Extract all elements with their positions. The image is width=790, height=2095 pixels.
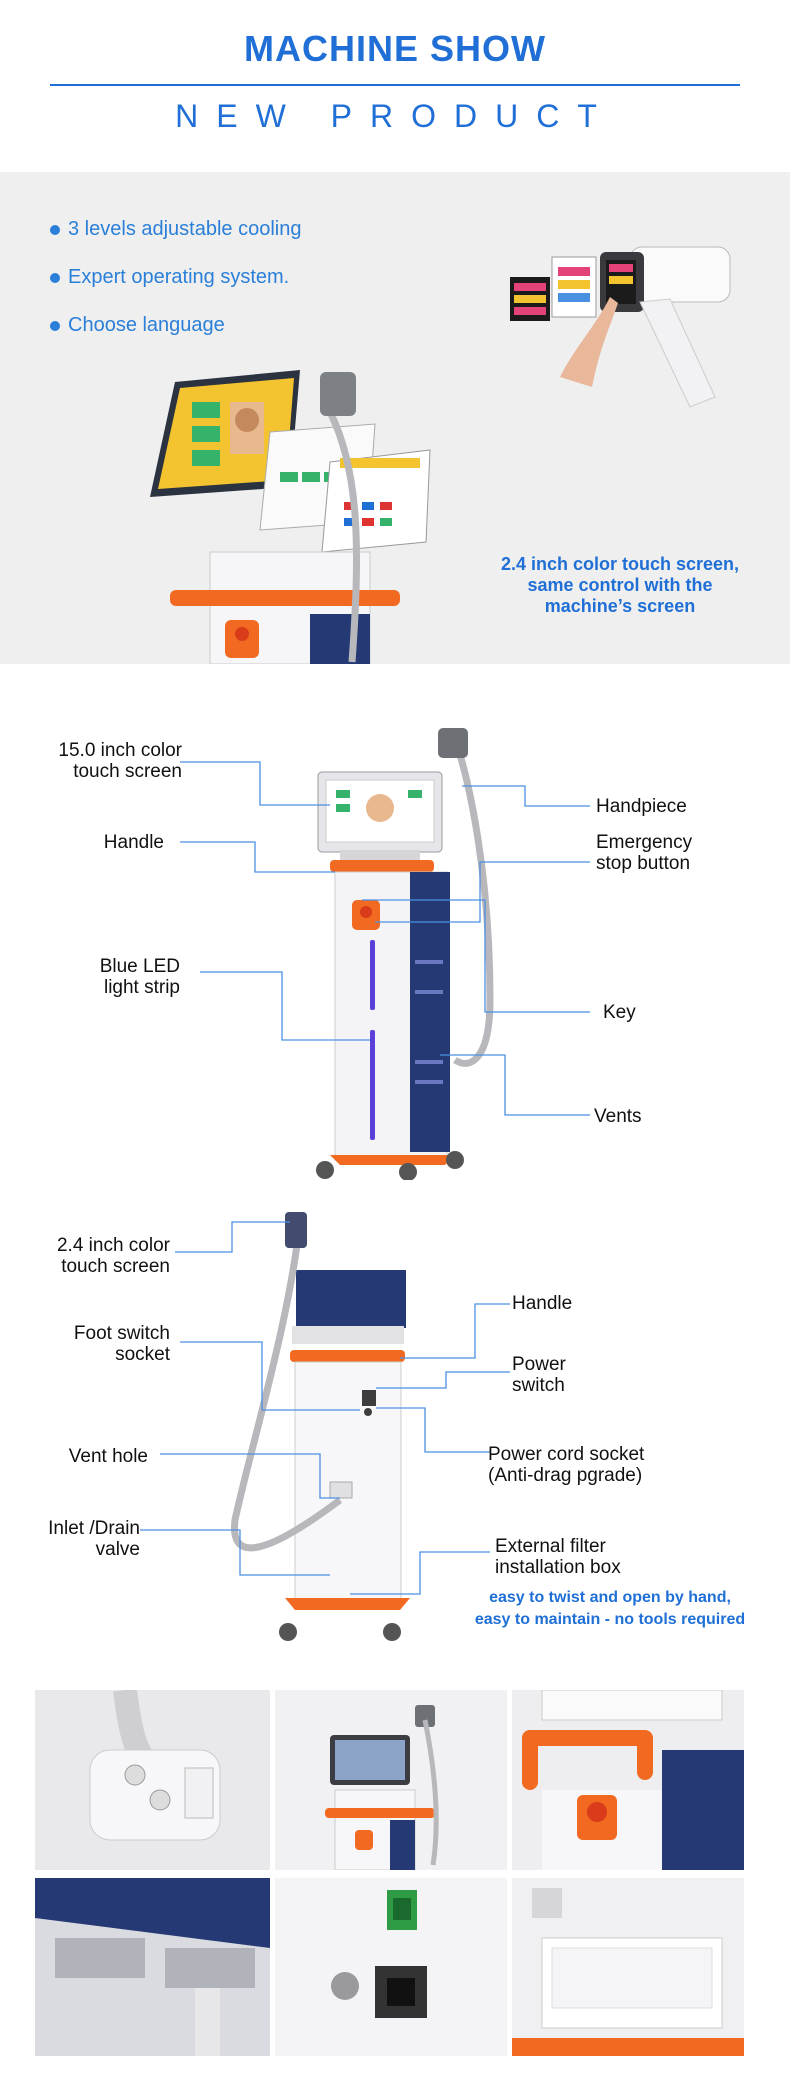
feature-item: 3 levels adjustable cooling — [50, 218, 302, 241]
label-vents: Vents — [594, 1106, 642, 1127]
label-vent-hole: Vent hole — [68, 1446, 148, 1467]
front-view-diagram — [180, 728, 590, 1180]
label-foot-switch: Foot switch socket — [73, 1323, 170, 1365]
hero-section: 3 levels adjustable cooling Expert opera… — [0, 172, 790, 664]
label-blue-led: Blue LED light strip — [99, 956, 180, 998]
bullet-icon — [50, 224, 60, 235]
page-subtitle: NEW PRODUCT — [175, 98, 615, 134]
label-emergency: Emergency stop button — [596, 832, 693, 874]
label-handpiece: Handpiece — [596, 796, 687, 817]
label-touch-screen: 15.0 inch color touch screen — [58, 740, 182, 782]
feature-item: Expert operating system. — [50, 266, 289, 289]
bullet-icon — [50, 272, 60, 283]
photo-emergency-button — [512, 1690, 744, 1870]
photo-front-machine — [275, 1690, 507, 1870]
bullet-icon — [50, 320, 60, 331]
label-power-cord: Power cord socket (Anti-drag pgrade) — [488, 1444, 645, 1486]
label-handle-back: Handle — [512, 1293, 573, 1314]
label-inlet-drain: Inlet /Drain valve — [48, 1518, 140, 1560]
page-title: MACHINE SHOW — [244, 28, 546, 69]
label-small-screen: 2.4 inch color touch screen — [56, 1235, 170, 1277]
label-handle-front: Handle — [103, 832, 164, 853]
label-power-switch: Power switch — [512, 1354, 566, 1396]
label-key: Key — [603, 1002, 636, 1023]
back-view-diagram — [140, 1212, 510, 1641]
maintenance-note: easy to twist and open by hand, easy to … — [474, 1589, 746, 1628]
feature-item: Choose language — [50, 314, 225, 337]
machine-illustration — [150, 370, 431, 664]
photo-handpiece-tip — [35, 1690, 270, 1870]
title-divider — [50, 84, 740, 86]
handpiece-illustration — [510, 246, 731, 408]
label-filter-box: External filter installation box — [495, 1536, 621, 1578]
photo-power-socket — [275, 1878, 507, 2056]
hero-touchscreen-note: 2.4 inch color touch screen, same contro… — [500, 554, 740, 616]
photo-screen-hinge — [35, 1878, 270, 2056]
photo-filter-box — [512, 1878, 744, 2056]
